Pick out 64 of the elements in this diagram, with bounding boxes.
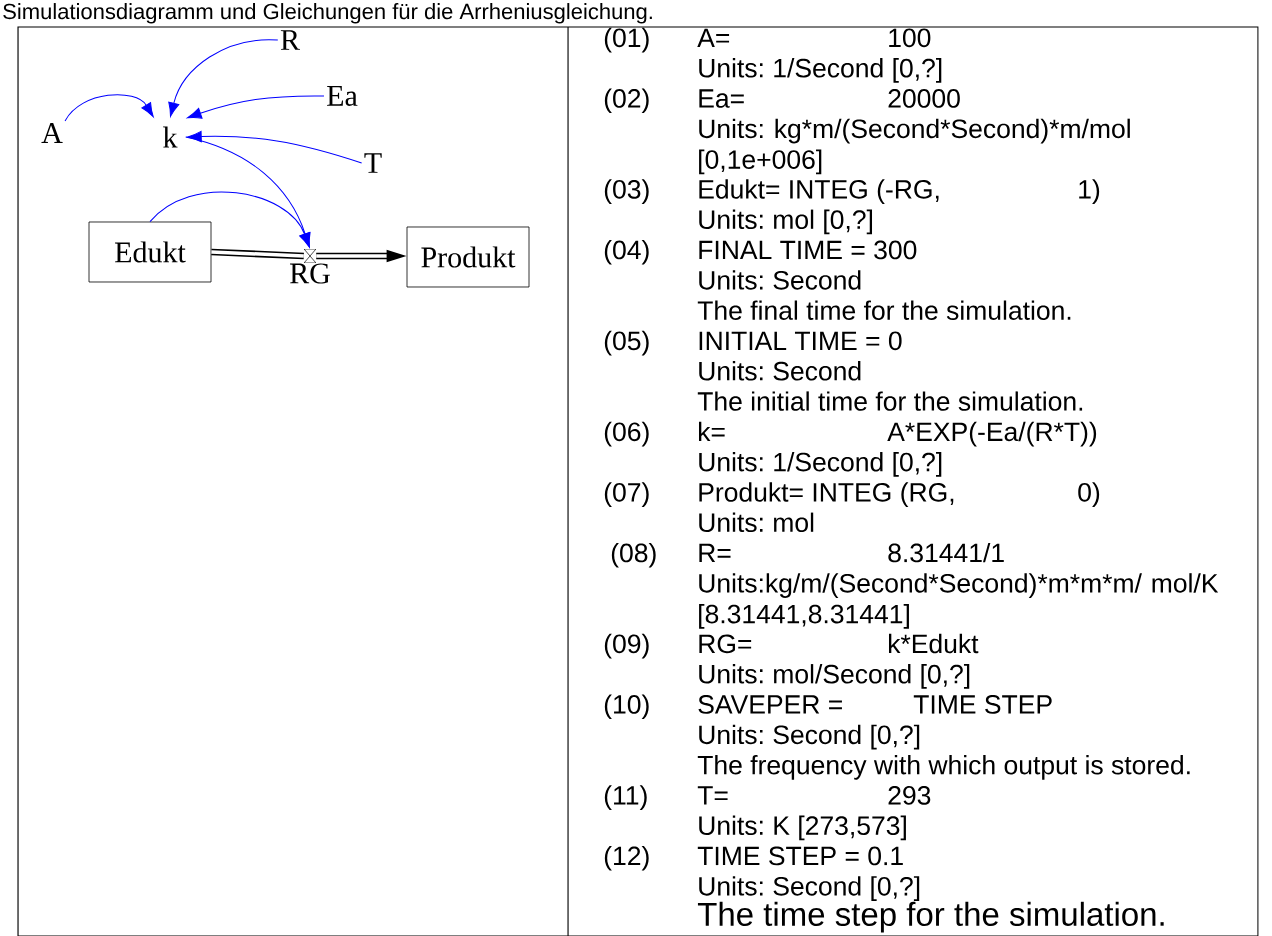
equation-text: 0) — [1078, 482, 1100, 507]
variable-label: A — [41, 123, 63, 143]
link-arrow — [187, 95, 325, 119]
equation-text: Ea= — [699, 89, 744, 108]
equation-text: A= — [697, 28, 730, 47]
equation-text: Units: Second — [699, 361, 861, 381]
equation-text: R= — [699, 543, 731, 563]
equation-number: (01) — [604, 27, 649, 53]
link-arrow — [187, 130, 363, 164]
equation-text: TIME STEP = 0.1 — [697, 846, 903, 866]
equation-text: Units: mol/Second [0,?] — [699, 664, 970, 689]
equation-text: Units: Second [0,?] — [699, 876, 920, 901]
equation-text: Units: kg*m/(Second*Second)*m/mol [0,1e+006] — [699, 118, 1130, 175]
equation-number: (11) — [604, 785, 647, 810]
equation-number: (12) — [604, 845, 649, 871]
equation-text: FINAL TIME = 300 — [699, 240, 917, 260]
equation-number: (09) — [604, 633, 649, 659]
link-arrow — [168, 39, 279, 117]
equation-text: 293 — [888, 786, 931, 805]
equation-number: (08) — [611, 542, 656, 568]
equation-text: Units: 1/Second [0,?] — [699, 452, 942, 477]
equation-number: (07) — [604, 482, 649, 507]
equation-text: Produkt= INTEG (RG, — [699, 482, 954, 507]
equation-number: (03) — [604, 179, 649, 204]
equation-text: INITIAL TIME = 0 — [699, 331, 902, 351]
equation-number: (05) — [604, 330, 649, 356]
equation-text: TIME STEP — [913, 695, 1052, 714]
equation-text: Units: K [273,573] — [699, 815, 906, 841]
equation-number: (04) — [604, 239, 649, 265]
equation-text: A*EXP(-Ea/(R*T)) — [887, 421, 1097, 447]
equation-text: Units: mol — [699, 512, 814, 533]
equation-text: k*Edukt — [889, 633, 979, 654]
equation-text: The frequency with which output is stored. — [697, 755, 1190, 780]
variable-label: Ea — [327, 86, 358, 106]
equation-text: Edukt= INTEG (-RG, — [699, 179, 939, 204]
equation-text: Units: 1/Second [0,?] — [699, 58, 942, 83]
equation-text: SAVEPER = — [698, 695, 842, 714]
stock-box: Produkt — [406, 226, 530, 288]
equation-text: Units: Second [0,?] — [699, 724, 920, 750]
equation-text: 100 — [889, 28, 931, 48]
title: Simulationsdiagramm und Gleichungen für die Arrheniusgleichung. — [3, 3, 652, 24]
equation-text: The time step for the simulation. — [697, 901, 1164, 933]
equation-text: Units: Second — [699, 270, 861, 290]
node-label: RG — [290, 263, 330, 284]
link-arrow — [149, 191, 310, 248]
variable-label: T — [364, 153, 382, 173]
equation-text: Units: mol [0,?] — [699, 209, 872, 235]
equation-text: k= — [699, 421, 725, 441]
equation-text: 20000 — [888, 89, 960, 108]
equation-text: 1) — [1079, 179, 1100, 204]
equation-text: RG= — [699, 634, 752, 654]
equation-number: (06) — [604, 421, 649, 447]
equation-text: The initial time for the simulation. — [697, 391, 1083, 411]
link-arrow — [64, 94, 154, 122]
stock-box: Edukt — [88, 221, 212, 283]
flow-pipe — [211, 248, 304, 260]
equation-number: (02) — [604, 88, 649, 114]
equation-number: (10) — [604, 694, 649, 720]
variable-label: k — [163, 126, 178, 148]
equation-text: 8.31441/1 — [888, 542, 1004, 563]
variable-label: R — [280, 30, 300, 50]
valve: RG — [290, 249, 330, 284]
equation-text: The final time for the simulation. — [697, 300, 1071, 320]
equation-text: T= — [697, 786, 728, 805]
